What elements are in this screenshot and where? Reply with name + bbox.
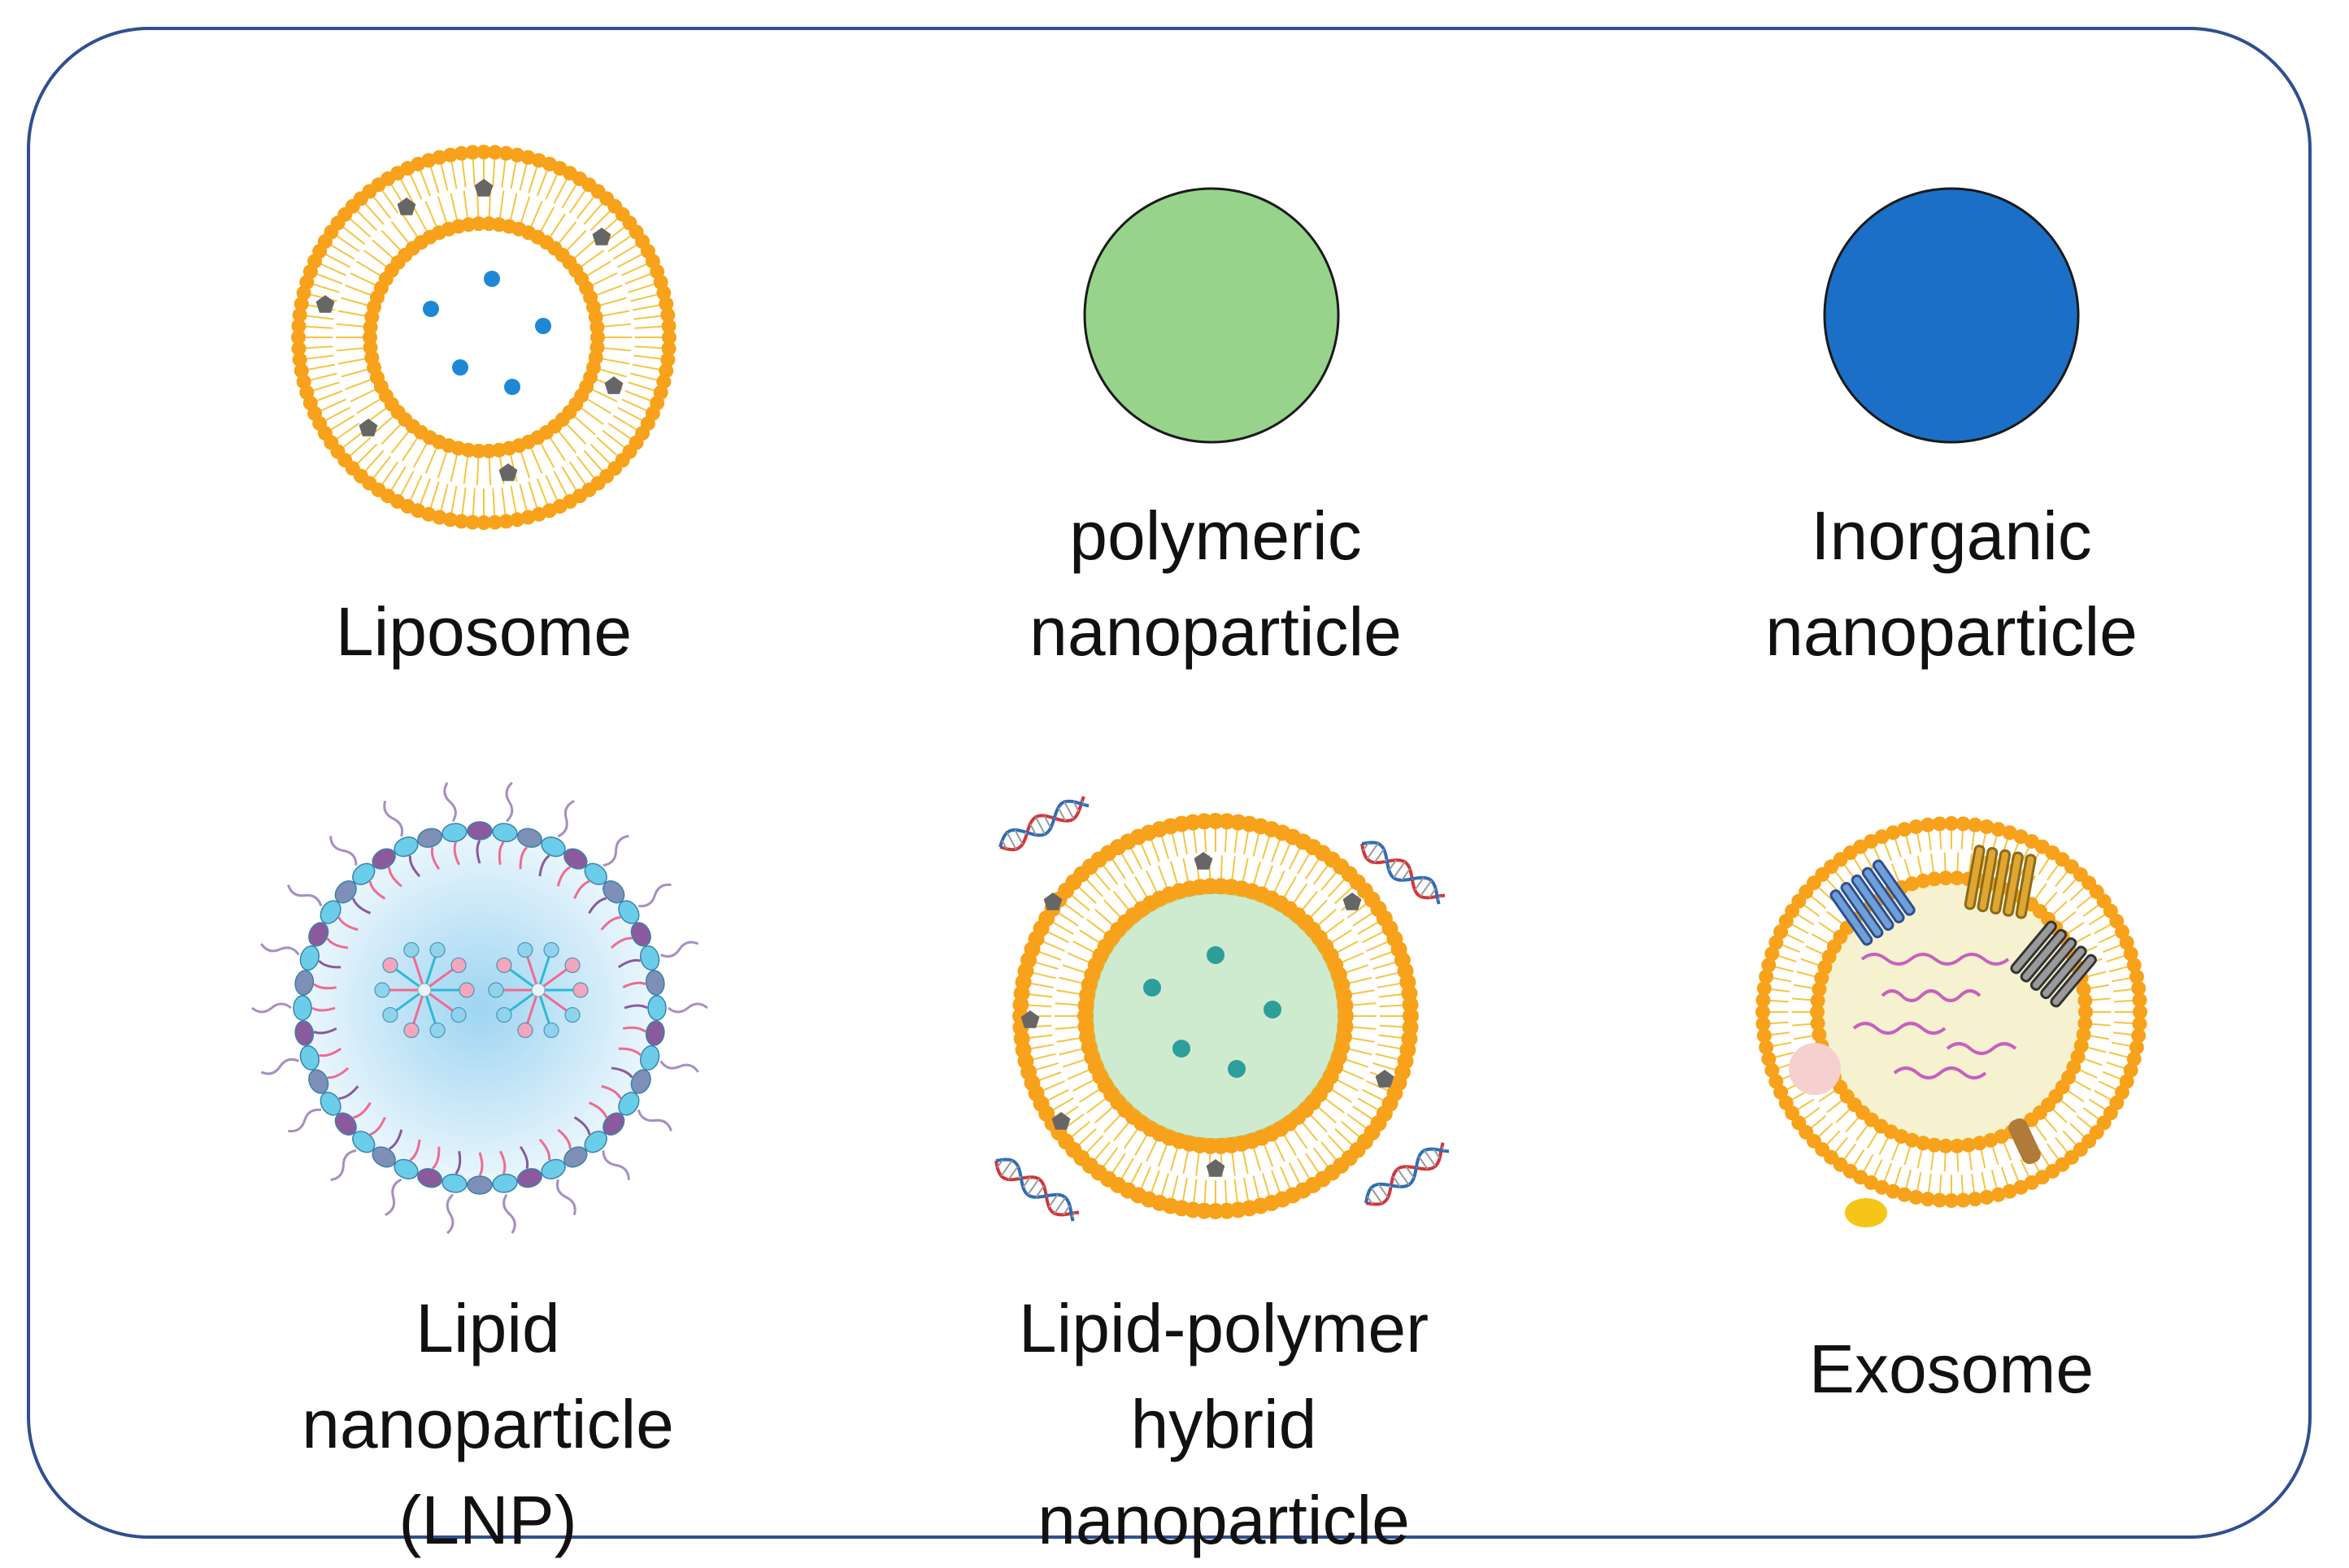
lnp-core-lipids: [374, 941, 589, 1039]
exosome-icon: [1755, 816, 2147, 1227]
surface-marker-yellow: [1845, 1198, 1887, 1227]
panel-hybrid: Lipid-polymer hybrid nanoparticle: [972, 780, 1476, 1558]
membrane-protein-gold: [1964, 845, 2037, 919]
panel-lnp: Lipid nanoparticle (LNP): [236, 772, 740, 1558]
liposome-cargo: [423, 271, 551, 395]
hybrid-pentagons: [1020, 852, 1394, 1177]
panel-exosome: Exosome: [1707, 780, 2195, 1431]
surface-marker-pink: [1789, 1043, 1841, 1095]
membrane-protein-gray: [2010, 920, 2097, 1008]
lnp-label: Lipid nanoparticle (LNP): [302, 1290, 674, 1558]
exosome-rna: [1852, 953, 2017, 1079]
hybrid-bilayer: [1012, 813, 1419, 1219]
hybrid-cargo: [1143, 946, 1281, 1078]
lipid-nanoparticle-icon: [251, 781, 708, 1235]
membrane-protein-blue: [1829, 859, 1916, 946]
dna-strands: [994, 796, 1450, 1222]
membrane-protein-brown: [2008, 1118, 2041, 1165]
panel-liposome: Liposome: [281, 138, 687, 691]
exosome-label: Exosome: [1808, 1331, 2095, 1407]
liposome-pentagons: [315, 179, 624, 481]
polymeric-nanoparticle-icon: [1083, 187, 1340, 444]
panel-polymeric: polymeric nanoparticle: [972, 138, 1459, 707]
hybrid-label: Lipid-polymer hybrid nanoparticle: [1018, 1290, 1429, 1558]
inorganic-label: Inorganic nanoparticle: [1765, 497, 2138, 670]
liposome-icon: [291, 145, 676, 530]
inorganic-nanoparticle-icon: [1823, 187, 2080, 444]
liposome-label: Liposome: [335, 593, 633, 670]
panel-inorganic: Inorganic nanoparticle: [1707, 138, 2195, 707]
liposome-bilayer: [291, 145, 676, 530]
lnp-shell: [251, 781, 708, 1235]
polymeric-label: polymeric nanoparticle: [1029, 497, 1402, 670]
lipid-polymer-hybrid-icon: [994, 796, 1450, 1222]
